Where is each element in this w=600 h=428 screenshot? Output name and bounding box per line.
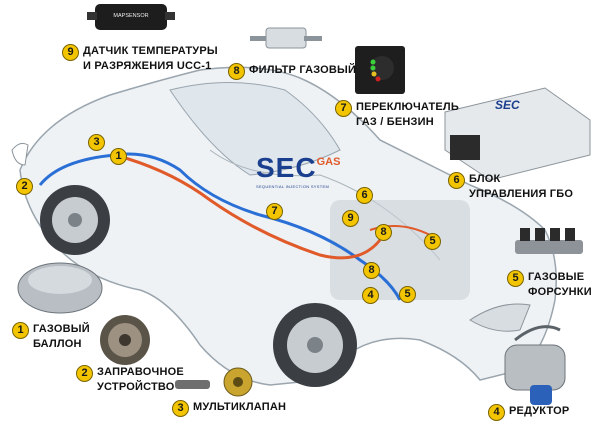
label-filter: 8 ФИЛЬТР ГАЗОВЫЙ	[228, 63, 356, 80]
label-8-text: ФИЛЬТР ГАЗОВЫЙ	[249, 64, 357, 76]
label-5-line2: ФОРСУНКИ	[528, 286, 592, 298]
label-ecu: 6 БЛОК УПРАВЛЕНИЯ ГБО	[448, 172, 573, 202]
ecu-unit	[444, 87, 591, 181]
label-num-2: 2	[76, 365, 93, 382]
label-num-7: 7	[335, 100, 352, 117]
label-9-line1: ДАТЧИК ТЕМПЕРАТУРЫ	[83, 45, 218, 57]
car-marker-8a: 8	[375, 224, 392, 241]
label-2-line1: ЗАПРАВОЧНОЕ	[97, 366, 184, 378]
map-sensor: MAPSENSOR	[87, 4, 175, 30]
label-9-line2: И РАЗРЯЖЕНИЯ UCC-1	[83, 60, 212, 72]
label-num-1: 1	[12, 322, 29, 339]
refueling-device	[100, 315, 150, 365]
car-marker-1: 1	[110, 148, 127, 165]
label-3-text: МУЛЬТИКЛАПАН	[193, 401, 287, 413]
logo-tagline: SEQUENTIAL INJECTION SYSTEM	[256, 184, 330, 189]
car-marker-9: 9	[342, 210, 359, 227]
label-1-line2: БАЛЛОН	[33, 338, 82, 350]
car-illustration	[11, 66, 557, 387]
car-marker-6: 6	[356, 187, 373, 204]
label-4-text: РЕДУКТОР	[509, 405, 570, 417]
car-marker-8b: 8	[363, 262, 380, 279]
multivalve	[175, 367, 253, 397]
svg-text:MAPSENSOR: MAPSENSOR	[113, 13, 148, 19]
label-refueling: 2 ЗАПРАВОЧНОЕ УСТРОЙСТВО	[76, 365, 184, 395]
front-wheel	[273, 303, 357, 387]
label-1-line1: ГАЗОВЫЙ	[33, 323, 90, 335]
label-6-line1: БЛОК	[469, 173, 501, 185]
gas-filter	[250, 27, 322, 49]
label-5-line1: ГАЗОВЫЕ	[528, 271, 585, 283]
car-marker-2: 2	[16, 178, 33, 195]
label-num-8: 8	[228, 63, 245, 80]
rear-wheel	[40, 185, 110, 255]
car-marker-4: 4	[362, 287, 379, 304]
car-marker-7: 7	[266, 203, 283, 220]
sec-gas-logo: SECGAS SEQUENTIAL INJECTION SYSTEM	[256, 152, 340, 189]
reducer	[504, 325, 566, 405]
label-gas-tank: 1 ГАЗОВЫЙ БАЛЛОН	[12, 322, 90, 352]
label-switch: 7 ПЕРЕКЛЮЧАТЕЛЬ ГАЗ / БЕНЗИН	[335, 100, 459, 130]
label-reducer: 4 РЕДУКТОР	[488, 404, 569, 421]
car-marker-3: 3	[88, 134, 105, 151]
label-6-line2: УПРАВЛЕНИЯ ГБО	[469, 188, 574, 200]
logo-gas: GAS	[316, 156, 341, 168]
label-map-sensor: 9 ДАТЧИК ТЕМПЕРАТУРЫ И РАЗРЯЖЕНИЯ UCC-1	[62, 44, 218, 74]
label-2-line2: УСТРОЙСТВО	[97, 381, 175, 393]
label-num-4: 4	[488, 404, 505, 421]
label-7-line1: ПЕРЕКЛЮЧАТЕЛЬ	[356, 101, 459, 113]
ecu-brand: SEC	[495, 98, 520, 112]
label-7-line2: ГАЗ / БЕНЗИН	[356, 116, 434, 128]
gas-injectors	[515, 228, 583, 254]
label-num-5: 5	[507, 270, 524, 287]
car-marker-5b: 5	[399, 286, 416, 303]
label-multivalve: 3 МУЛЬТИКЛАПАН	[172, 400, 286, 417]
label-num-9: 9	[62, 44, 79, 61]
gas-switch	[355, 46, 405, 94]
gas-tank	[17, 262, 103, 314]
logo-sec: SEC	[256, 152, 317, 183]
label-num-3: 3	[172, 400, 189, 417]
car-marker-5a: 5	[424, 233, 441, 250]
label-injectors: 5 ГАЗОВЫЕ ФОРСУНКИ	[507, 270, 592, 300]
label-num-6: 6	[448, 172, 465, 189]
